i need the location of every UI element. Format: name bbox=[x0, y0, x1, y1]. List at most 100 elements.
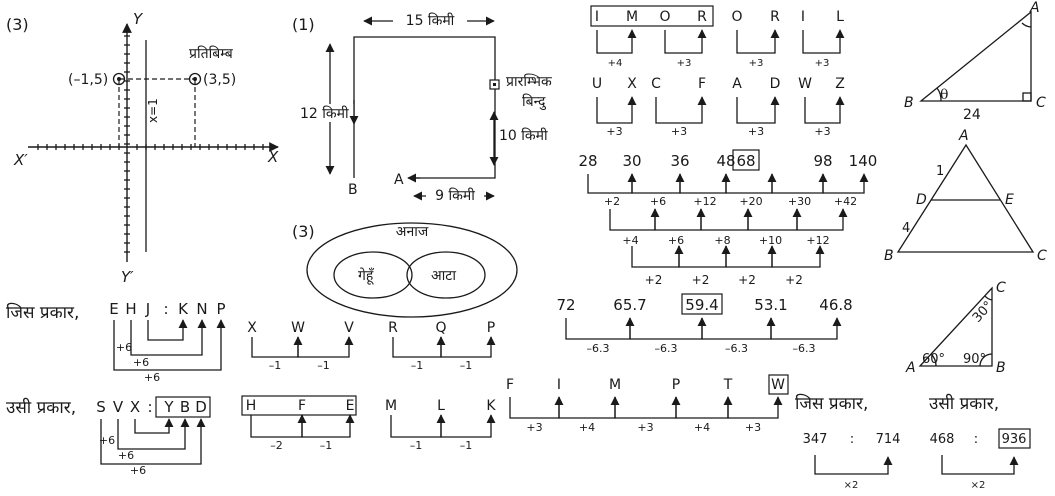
s4-op: –1 bbox=[410, 439, 423, 452]
mirror-line-label: x=1 bbox=[146, 98, 160, 123]
angle-arc-theta bbox=[936, 87, 942, 102]
analogy-2-op: +6 bbox=[130, 464, 146, 477]
numseq-op-1: +20 bbox=[739, 195, 762, 208]
venn-left-label: गेहूँ bbox=[358, 267, 374, 285]
ratio-c: 468 bbox=[930, 432, 955, 447]
numseq-op-1: +30 bbox=[788, 195, 811, 208]
analogy-2-op: +6 bbox=[118, 449, 134, 462]
end-b-label: B bbox=[348, 182, 358, 198]
numseq-bracket-1 bbox=[822, 173, 869, 194]
numseq-bracket-1 bbox=[631, 173, 685, 194]
analogy-1-bracket bbox=[147, 319, 188, 341]
numseq-value: 30 bbox=[622, 152, 641, 170]
analogy-2-letter: S bbox=[96, 398, 106, 416]
ratio-b: 714 bbox=[876, 432, 901, 447]
path-route bbox=[353, 36, 496, 179]
pair-letter: W bbox=[798, 76, 812, 92]
path-figure: (1) 15 किमी 12 किमी 10 किमी 9 किमी प्रार… bbox=[292, 12, 556, 204]
angle-arc-a bbox=[1021, 22, 1032, 28]
tri1-base: 24 bbox=[963, 107, 981, 123]
analogy-1-letter: J bbox=[145, 300, 150, 318]
x-axis-label: X bbox=[267, 148, 279, 166]
fim-op: +3 bbox=[637, 421, 653, 434]
start-label-2: बिन्दु bbox=[522, 93, 547, 111]
point-2-label: (3,5) bbox=[203, 72, 236, 88]
s4-bracket bbox=[440, 414, 496, 438]
numseq-op-3: +2 bbox=[738, 273, 756, 287]
bottom-dimension-bg bbox=[426, 187, 484, 204]
image-label: प्रतिबिम्ब bbox=[189, 45, 234, 62]
point-2-dot bbox=[193, 77, 197, 81]
imor-letter: I bbox=[801, 9, 805, 25]
s1-letter: V bbox=[344, 320, 354, 336]
tri2-n2: 4 bbox=[902, 221, 910, 236]
fim-letter: I bbox=[557, 377, 561, 393]
x-axis-neg-label: X′ bbox=[13, 151, 28, 169]
point-2 bbox=[188, 72, 202, 86]
numseq-op-1: +42 bbox=[834, 195, 857, 208]
tri2-e: E bbox=[1005, 192, 1014, 208]
s2-bracket bbox=[392, 336, 446, 358]
fim-bracket bbox=[558, 396, 620, 419]
tri2-n1: 1 bbox=[936, 164, 944, 179]
s3-op: –1 bbox=[320, 439, 333, 452]
tri1-theta: θ bbox=[940, 87, 948, 103]
s3-letter: F bbox=[298, 398, 306, 414]
s1-bracket bbox=[297, 336, 354, 358]
fim-letter: M bbox=[609, 377, 621, 393]
analogy-1-letter: K bbox=[178, 300, 189, 318]
numseq-op-2: +6 bbox=[668, 234, 684, 247]
analogy-1-letter: : bbox=[163, 300, 168, 318]
numseq-bracket-1 bbox=[587, 173, 637, 194]
s1-bracket bbox=[251, 336, 303, 358]
triangle-1-shape bbox=[919, 10, 1032, 102]
decseq-bracket bbox=[629, 317, 707, 340]
imor-letter: M bbox=[626, 9, 638, 25]
imor-letter: I bbox=[595, 9, 599, 25]
point-1-label: (–1,5) bbox=[68, 72, 108, 88]
numseq-op-1: +12 bbox=[693, 195, 716, 208]
fim-letter: P bbox=[672, 377, 680, 393]
ratio-op-1: ×2 bbox=[844, 480, 859, 491]
answer-box-ybd bbox=[155, 396, 211, 418]
numseq-bracket-3 bbox=[725, 245, 777, 268]
tri2-c: C bbox=[1037, 248, 1047, 264]
left-dimension-bg bbox=[296, 104, 354, 122]
right-dimension-bg bbox=[496, 126, 556, 144]
top-dimension-label: 15 किमी bbox=[406, 12, 455, 29]
angle-arc-30 bbox=[984, 295, 993, 301]
tri2-a: A bbox=[958, 128, 969, 144]
imor-letter: L bbox=[836, 9, 844, 25]
y-axis-label: Y bbox=[133, 10, 144, 28]
numseq-value: 140 bbox=[849, 152, 878, 170]
pair-letter: D bbox=[770, 76, 781, 92]
coord-number: (3) bbox=[6, 15, 29, 34]
s2-letter: Q bbox=[435, 320, 446, 336]
analogy-1-op: +6 bbox=[116, 341, 132, 354]
ratio-prefix-1: जिस प्रकार, bbox=[795, 393, 868, 414]
s3-bracket bbox=[301, 414, 355, 438]
venn-outer bbox=[306, 222, 518, 318]
start-label-1: प्रारम्भिक bbox=[506, 73, 552, 90]
s1-op: –1 bbox=[317, 359, 330, 372]
numseq-bracket-2 bbox=[796, 208, 848, 231]
answer-box-59-4 bbox=[681, 293, 723, 315]
imor-bracket bbox=[664, 29, 707, 54]
numseq-bracket-2 bbox=[747, 208, 802, 231]
numseq-op-3: +2 bbox=[692, 273, 710, 287]
pair-letter: F bbox=[698, 76, 706, 92]
coordinate-figure: (3) Y Y′ X X′ x=1 (–1,5) (3,5) प्रतिबिम्… bbox=[6, 10, 279, 286]
tri3-c: C bbox=[996, 280, 1006, 296]
pair-bracket bbox=[804, 96, 845, 124]
venn-right bbox=[406, 251, 486, 299]
tri3-b: B bbox=[996, 360, 1006, 376]
numseq-bracket-3 bbox=[771, 245, 825, 268]
analogy-2-bracket bbox=[117, 418, 190, 450]
pair-bracket bbox=[655, 96, 707, 124]
axis-ticks bbox=[37, 35, 264, 253]
imor-bracket bbox=[736, 29, 780, 54]
s1-letter: W bbox=[291, 320, 305, 336]
